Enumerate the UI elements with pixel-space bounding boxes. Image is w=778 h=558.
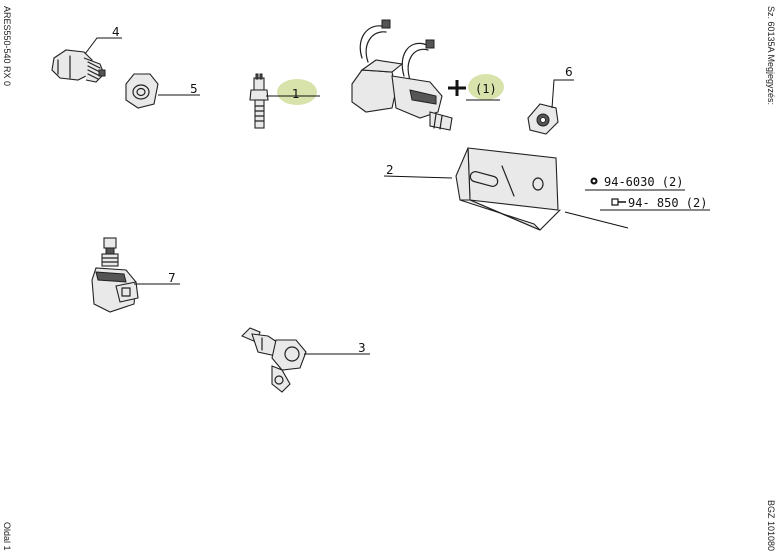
callout-1: 1 [292, 87, 300, 101]
callout-3: 3 [358, 341, 366, 355]
callout-5: 5 [190, 82, 198, 96]
bolt-head-ref-icon [611, 198, 619, 206]
leader-4 [84, 37, 122, 55]
callout-2: 2 [386, 163, 394, 177]
part-1-sensor [249, 73, 269, 129]
callout-4: 4 [112, 25, 120, 39]
part-6-bushing [527, 103, 559, 135]
callout-highlight-1 [277, 79, 317, 105]
part-7-solenoid [91, 237, 139, 313]
leader-refs [564, 211, 629, 229]
part-5-nut [125, 73, 159, 109]
part-2-bracket [455, 147, 561, 231]
part-1-assembly-valve [351, 19, 453, 131]
leader-6 [551, 79, 574, 109]
leader-2 [383, 175, 453, 179]
ref-code-nut: 94-6030 (2) [604, 175, 683, 189]
callout-highlight-1-paren [468, 74, 504, 100]
callout-1-paren: (1) [475, 82, 497, 96]
part-3-switch [241, 327, 307, 393]
part-4-fitting [51, 49, 106, 83]
callout-6: 6 [565, 65, 573, 79]
ref-code-bolt: 94- 850 (2) [628, 196, 707, 210]
callout-7: 7 [168, 271, 176, 285]
